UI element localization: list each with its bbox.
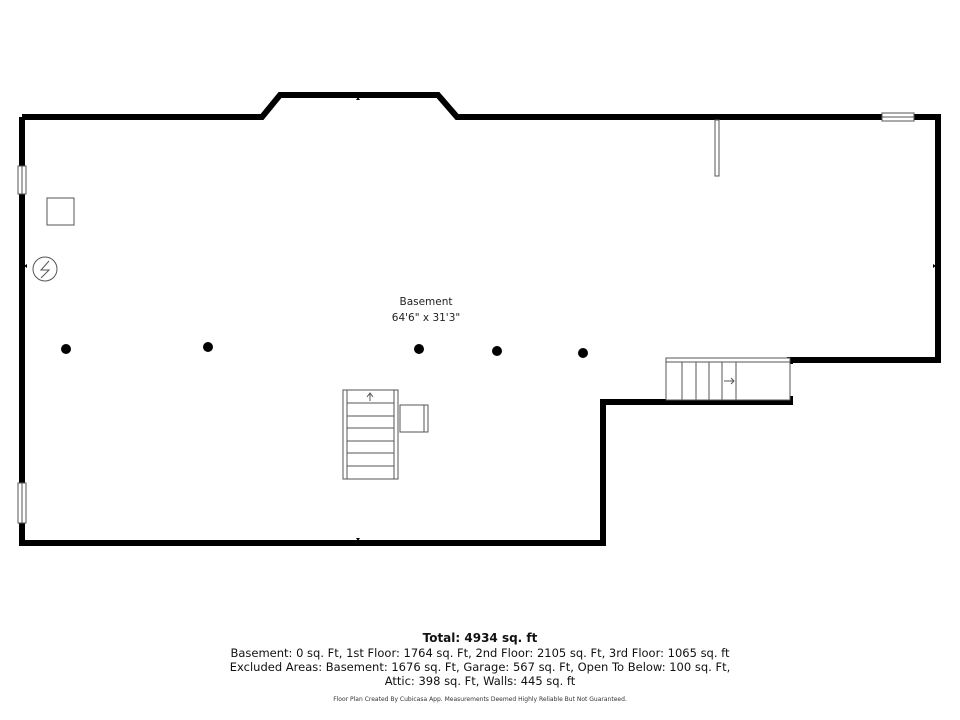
excluded-areas-continued: Attic: 398 sq. Ft, Walls: 445 sq. ft <box>384 674 576 688</box>
floor-plan: Basement 64'6" x 31'3" <box>17 92 941 546</box>
support-column <box>578 348 588 358</box>
window <box>17 482 27 524</box>
credit-note: Floor Plan Created By Cubicasa App. Meas… <box>333 696 627 703</box>
marker-arrow <box>356 538 360 541</box>
area-summary: Total: 4934 sq. ft Basement: 0 sq. Ft, 1… <box>0 631 960 688</box>
marker-arrow <box>24 264 27 268</box>
total-area: Total: 4934 sq. ft <box>422 631 538 645</box>
room-name: Basement <box>399 296 452 308</box>
window <box>881 112 915 122</box>
floor-areas: Basement: 0 sq. Ft, 1st Floor: 1764 sq. … <box>230 646 730 660</box>
exterior-wall <box>19 92 941 546</box>
window <box>17 165 27 195</box>
marker-arrow <box>356 97 360 100</box>
support-column <box>414 344 424 354</box>
staircase <box>665 357 791 401</box>
electrical-panel-icon <box>32 256 58 282</box>
marker-arrow <box>933 264 936 268</box>
square-fixture <box>46 197 75 226</box>
support-column <box>61 344 71 354</box>
excluded-areas: Excluded Areas: Basement: 1676 sq. Ft, G… <box>229 660 731 674</box>
wall-opening <box>789 364 793 396</box>
room-dimensions: 64'6" x 31'3" <box>392 312 460 324</box>
partition-wall <box>714 119 720 177</box>
support-column <box>203 342 213 352</box>
support-column <box>492 346 502 356</box>
staircase <box>342 389 429 480</box>
